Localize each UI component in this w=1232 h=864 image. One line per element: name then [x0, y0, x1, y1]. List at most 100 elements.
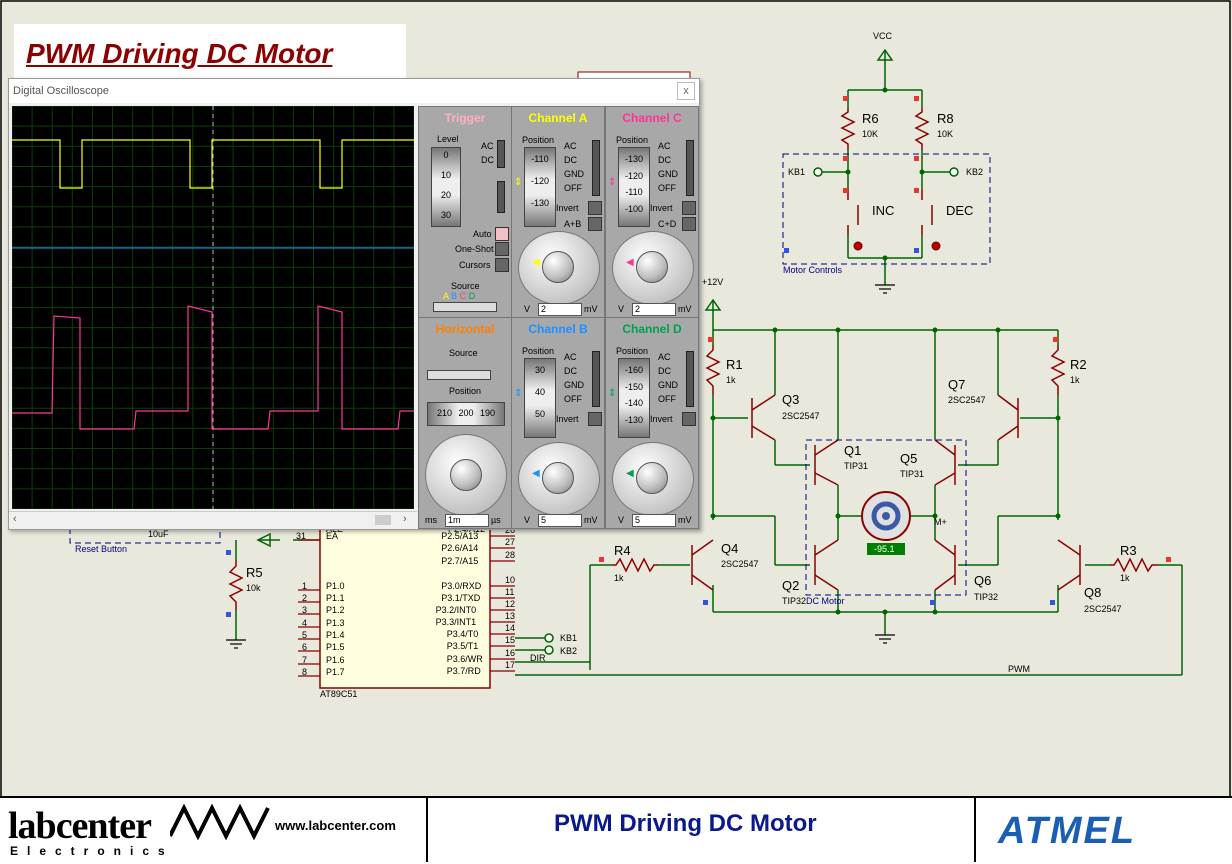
channel-d-volts-knob[interactable]	[636, 462, 668, 494]
trigger-source-slider[interactable]	[433, 302, 497, 312]
scroll-thumb[interactable]	[375, 515, 391, 525]
auto-button[interactable]	[495, 227, 509, 241]
mcu-pin-number: 8	[302, 667, 308, 677]
channel-d-position-drum[interactable]: -160-150-140-130	[618, 358, 650, 438]
channel-a-trace	[12, 139, 414, 189]
labcenter-url: www.labcenter.com	[275, 818, 396, 833]
mcu-pin-number: 31	[296, 531, 307, 541]
channel-d-coupling-switch[interactable]	[686, 351, 694, 407]
channel-b-drum-tick: 40	[534, 387, 545, 397]
channel-a-drum-tick: -130	[530, 198, 549, 208]
channel-a-position-drum[interactable]: -110-120-130	[524, 147, 556, 227]
channel-c-combine-button[interactable]	[682, 217, 696, 231]
source-b[interactable]: B	[451, 291, 458, 301]
channel-b-drum-tick: 50	[534, 409, 545, 419]
horizontal-source-slider[interactable]	[427, 370, 491, 380]
q7-value: 2SC2547	[948, 395, 986, 405]
mcu-pin-name: P1.5	[326, 642, 345, 652]
trigger-edge-switch[interactable]	[497, 181, 505, 213]
source-c[interactable]: C	[459, 291, 467, 301]
trigger-title: Trigger	[444, 111, 486, 125]
channel-a-title: Channel A	[528, 111, 588, 125]
channel-b-mode-gnd: GND	[564, 380, 584, 390]
q4-ref: Q4	[721, 541, 739, 556]
channel-a-combine-button[interactable]	[588, 217, 602, 231]
timebase-unit-right: µs	[491, 515, 501, 525]
channel-b-volts-value[interactable]: 5	[538, 514, 582, 527]
oscilloscope-titlebar[interactable]: Digital Oscilloscope x	[9, 79, 699, 103]
mcu-pin-number: 16	[505, 648, 516, 658]
timebase-dial[interactable]	[425, 434, 507, 516]
one-shot-button[interactable]	[495, 242, 509, 256]
r1-value: 1k	[726, 375, 736, 385]
scroll-left-icon[interactable]: ‹	[13, 513, 17, 525]
horizontal-position-drum[interactable]: 210 200 190	[427, 402, 505, 426]
source-a[interactable]: A	[443, 291, 449, 301]
mcu-pin-name: P2.5/A13	[441, 531, 479, 541]
timebase-unit-left: ms	[425, 515, 437, 525]
channel-a-volts-value[interactable]: 2	[538, 303, 582, 316]
mcu-pin-name: P1.3	[326, 618, 345, 628]
mcu-pin-number: 6	[302, 642, 308, 652]
r6-value: 10K	[862, 129, 879, 139]
r4-ref: R4	[614, 543, 631, 558]
channel-c-volts-value[interactable]: 2	[632, 303, 676, 316]
mcu-pin-number: 15	[505, 635, 516, 645]
mcu-pin-name: P3.6/WR	[446, 654, 483, 664]
channel-c-position-drum[interactable]: -130-120-110-100	[618, 147, 650, 227]
channel-b-coupling-switch[interactable]	[592, 351, 600, 407]
channel-d-volts-value[interactable]: 5	[632, 514, 676, 527]
channel-d-title: Channel D	[622, 322, 682, 336]
channel-b-position-label: Position	[522, 346, 555, 356]
q1-ref: Q1	[844, 443, 862, 458]
mcu-pin-number: 17	[505, 660, 516, 670]
mcu-pin-number: 5	[302, 630, 308, 640]
dec-button-label: DEC	[946, 203, 974, 218]
scope-display	[11, 105, 415, 510]
channel-a-volts-knob[interactable]	[542, 251, 574, 283]
channel-b-invert-button[interactable]	[588, 412, 602, 426]
channel-a-coupling-switch[interactable]	[592, 140, 600, 196]
scroll-right-icon[interactable]: ›	[403, 513, 407, 525]
trigger-coupling-switch[interactable]	[497, 140, 505, 168]
channel-d-invert-button[interactable]	[682, 412, 696, 426]
channel-a-invert-label: Invert	[556, 203, 579, 213]
close-button[interactable]: x	[677, 82, 695, 100]
mcu-pin-number: 28	[505, 550, 516, 560]
cursors-button[interactable]	[495, 258, 509, 272]
channel-c-invert-button[interactable]	[682, 201, 696, 215]
timebase-knob[interactable]	[450, 459, 482, 491]
q4-value: 2SC2547	[721, 559, 759, 569]
channel-b-unit-left: V	[524, 515, 531, 525]
r3-value: 1k	[1120, 573, 1130, 583]
channel-d-mode-off: OFF	[658, 394, 676, 404]
trigger-drum-tick: 30	[440, 210, 451, 220]
channel-d-drum-tick: -140	[624, 398, 643, 408]
timebase-value[interactable]: 1m	[445, 514, 489, 527]
channel-d-mode-ac: AC	[658, 352, 671, 362]
title-block: labcenter Electronics www.labcenter.com …	[0, 796, 1232, 864]
horizontal-scrollbar[interactable]: ‹ ›	[9, 511, 417, 528]
channel-a-invert-button[interactable]	[588, 201, 602, 215]
waveform-logo-icon	[170, 804, 270, 840]
trigger-level-drum[interactable]: 0 10 20 30	[431, 147, 461, 227]
q2-ref: Q2	[782, 578, 800, 593]
oscilloscope-title: Digital Oscilloscope	[13, 85, 109, 97]
scope-screen[interactable]	[11, 105, 415, 510]
horizontal-title: Horizontal	[435, 322, 495, 336]
mcu-pin-name: P1.2	[326, 605, 345, 615]
channel-b-position-drum[interactable]: 30 40 50	[524, 358, 556, 438]
source-d[interactable]: D	[468, 291, 476, 301]
labcenter-subtitle: Electronics	[10, 844, 174, 858]
channel-b-volts-knob[interactable]	[542, 462, 574, 494]
q6-ref: Q6	[974, 573, 992, 588]
channel-c-coupling-switch[interactable]	[686, 140, 694, 196]
channel-c-volts-knob[interactable]	[636, 251, 668, 283]
oscilloscope-window[interactable]: Digital Oscilloscope x ‹ › Trigger Level…	[8, 78, 700, 530]
channel-b-drum-tick: 30	[534, 365, 545, 375]
kb1-terminal-label: KB1	[788, 167, 806, 177]
mcu-pin-name: P3.2/INT0	[435, 605, 477, 615]
